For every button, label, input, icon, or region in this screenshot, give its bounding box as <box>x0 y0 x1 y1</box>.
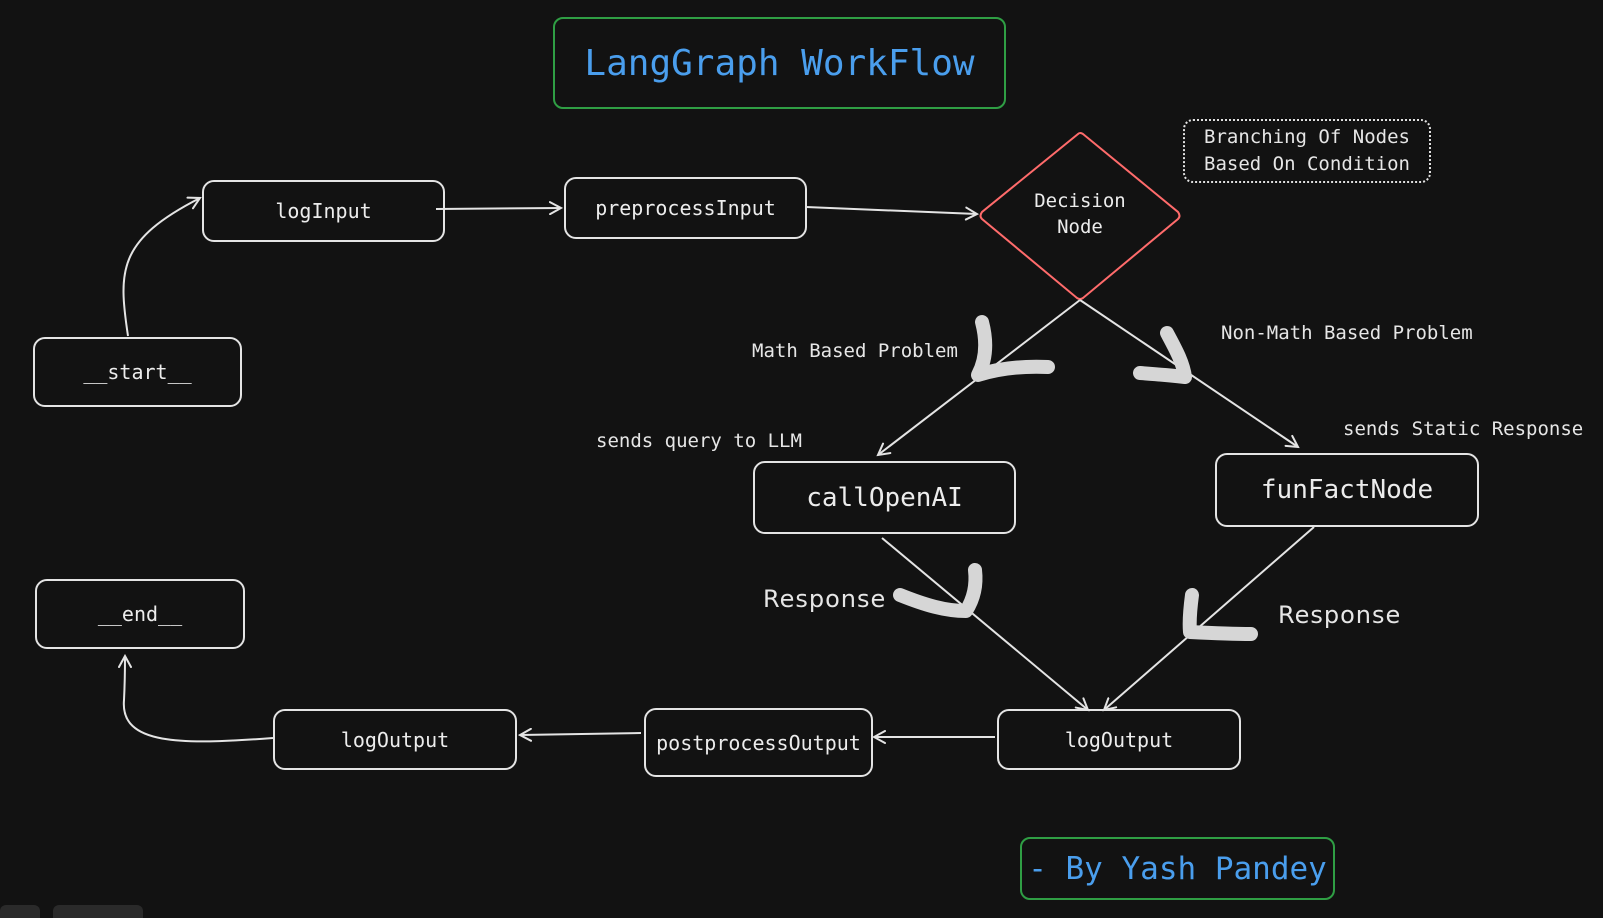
node-postprocess-output[interactable]: postprocessOutput <box>644 708 873 777</box>
label-response-left: Response <box>763 585 887 613</box>
author-credit: - By Yash Pandey <box>1020 837 1335 900</box>
branching-note-line2: Based On Condition <box>1204 153 1410 175</box>
label-sends-query-to-llm: sends query to LLM <box>596 430 802 452</box>
node-fun-fact-label: funFactNode <box>1260 475 1434 505</box>
node-fun-fact[interactable]: funFactNode <box>1215 453 1479 527</box>
node-postprocess-output-label: postprocessOutput <box>656 730 861 755</box>
branching-note: Branching Of Nodes Based On Condition <box>1183 119 1431 183</box>
thick-arrow-non-math <box>1133 326 1192 384</box>
decision-node-label-line1: Decision <box>1034 190 1126 212</box>
edge-postprocess-to-logoutput-left <box>520 733 642 735</box>
author-credit-text: - By Yash Pandey <box>1028 850 1327 887</box>
label-sends-static-response: sends Static Response <box>1343 418 1584 440</box>
edge-callopenai-to-logoutput <box>881 537 1088 710</box>
edge-loginput-to-preprocess <box>435 208 561 209</box>
edge-preprocess-to-decision <box>805 206 977 214</box>
node-start[interactable]: __start__ <box>33 337 242 407</box>
node-preprocess-input[interactable]: preprocessInput <box>564 177 807 239</box>
label-response-right: Response <box>1278 601 1402 629</box>
edge-logoutput-to-end <box>124 656 274 743</box>
node-log-input[interactable]: logInput <box>202 180 445 242</box>
node-log-output-right[interactable]: logOutput <box>997 709 1241 770</box>
label-math-based-problem: Math Based Problem <box>752 340 958 362</box>
node-call-openai-label: callOpenAI <box>806 482 963 513</box>
node-end-label: __end__ <box>97 602 183 626</box>
thick-arrow-response-right <box>1182 588 1258 641</box>
edge-funfact-to-logoutput <box>1104 526 1315 710</box>
dock-button-right[interactable] <box>53 905 143 918</box>
diagram-title: LangGraph WorkFlow <box>553 17 1006 109</box>
diagram-title-text: LangGraph WorkFlow <box>584 42 975 84</box>
node-preprocess-input-label: preprocessInput <box>595 196 776 220</box>
node-call-openai[interactable]: callOpenAI <box>753 461 1016 534</box>
node-end[interactable]: __end__ <box>35 579 245 649</box>
node-log-input-label: logInput <box>275 199 372 223</box>
node-start-label: __start__ <box>83 360 192 384</box>
decision-node-shape[interactable] <box>979 132 1181 300</box>
dock-button-left[interactable] <box>0 905 40 918</box>
label-non-math-based-problem: Non-Math Based Problem <box>1221 322 1473 344</box>
decision-node-label: Decision Node <box>1020 188 1140 240</box>
branching-note-line1: Branching Of Nodes <box>1204 126 1410 148</box>
node-log-output-left-label: logOutput <box>340 727 450 752</box>
thick-arrow-response-left <box>893 563 983 618</box>
node-log-output-right-label: logOutput <box>1064 727 1174 752</box>
thick-arrow-math <box>971 315 1055 382</box>
decision-node-label-line2: Node <box>1057 216 1103 238</box>
edge-start-to-loginput <box>122 198 200 337</box>
node-log-output-left[interactable]: logOutput <box>273 709 517 770</box>
